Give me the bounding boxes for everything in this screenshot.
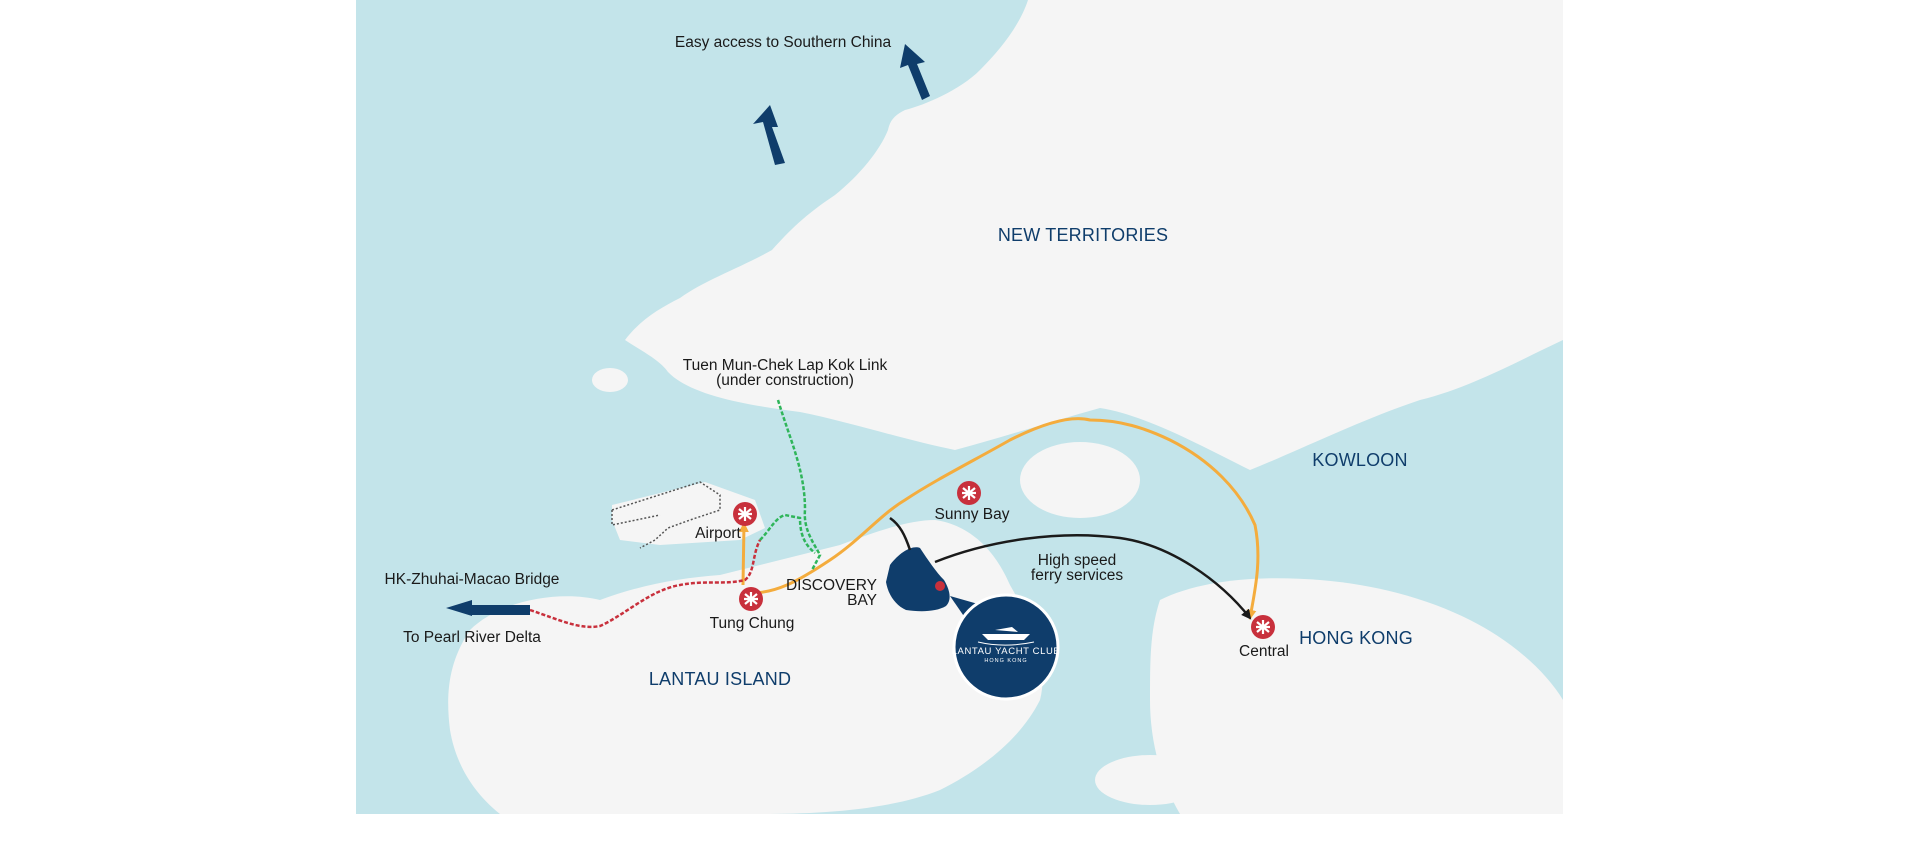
discovery-bay-pin (935, 581, 945, 591)
route-link-green (776, 399, 822, 571)
land-hong-kong-island (1150, 578, 1563, 814)
logo-sub: HONG KONG (984, 658, 1027, 664)
land-island-4 (1095, 755, 1205, 805)
airport-outline-grey (611, 481, 721, 549)
discovery-bay-highlight (886, 547, 950, 612)
direction-arrow-icon (446, 44, 930, 616)
mtr-station-icon (737, 585, 765, 613)
routes (529, 399, 1260, 629)
station-label-airport: Airport (695, 525, 741, 542)
route-connector-black (889, 516, 912, 551)
land-tuen-mun (625, 298, 680, 372)
yacht-club-logo-icon: LANTAU YACHT CLUB HONG KONG (950, 593, 1061, 701)
land-masses (448, 0, 1563, 814)
label-ferry-line1: High speed (1038, 552, 1116, 569)
region-kowloon: KOWLOON (1312, 450, 1407, 470)
mtr-station-icon (1249, 613, 1277, 641)
land-island-1 (1400, 172, 1520, 228)
route-ferry-black (934, 534, 1252, 620)
label-tuen-mun-line2: (under construction) (716, 372, 854, 389)
region-lantau-island: LANTAU ISLAND (649, 669, 791, 689)
label-bridge: HK-Zhuhai-Macao Bridge (385, 571, 560, 588)
label-pearl-river: To Pearl River Delta (403, 629, 541, 646)
region-new-territories: NEW TERRITORIES (998, 225, 1168, 245)
label-discovery-line2: BAY (847, 592, 877, 609)
logo-name: LANTAU YACHT CLUB (952, 646, 1061, 657)
label-ferry-line2: ferry services (1031, 567, 1123, 584)
route-bridge-red (529, 539, 762, 629)
region-hong-kong: HONG KONG (1299, 628, 1413, 648)
route-rail-airport-spur (738, 522, 749, 586)
land-island-5 (592, 368, 628, 392)
mtr-station-icon (731, 500, 759, 528)
station-label-sunny-bay: Sunny Bay (935, 506, 1010, 523)
land-island-2 (1485, 250, 1555, 290)
mtr-station-icon (955, 479, 983, 507)
label-tuen-mun-line1: Tuen Mun-Chek Lap Kok Link (683, 357, 888, 374)
land-new-territories (665, 0, 1563, 470)
label-discovery-line1: DISCOVERY (786, 577, 877, 594)
station-label-central: Central (1239, 643, 1289, 660)
route-link-green-2 (759, 513, 816, 554)
route-rail-orange (744, 417, 1260, 620)
label-southern-china: Easy access to Southern China (675, 34, 892, 51)
land-island-3 (1020, 442, 1140, 518)
station-label-tung-chung: Tung Chung (710, 615, 795, 632)
